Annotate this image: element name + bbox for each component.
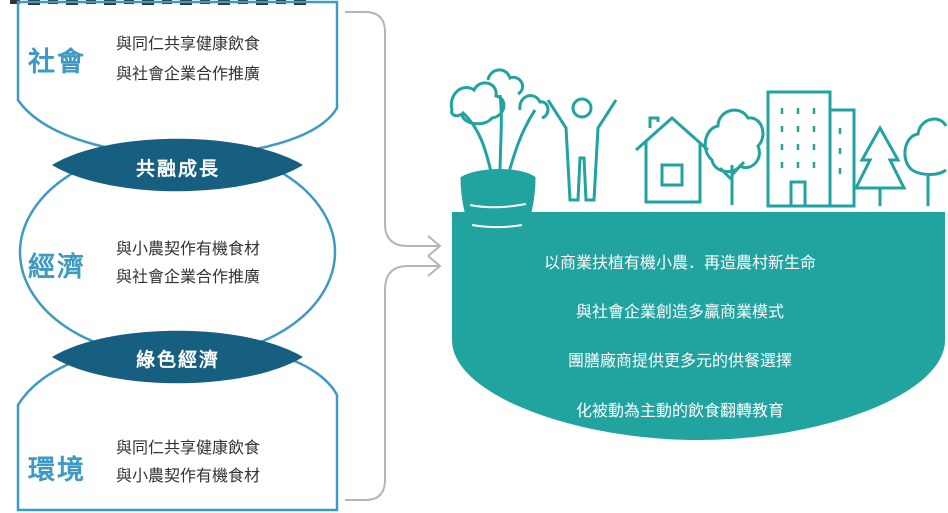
pine-tree-icon [853, 117, 948, 206]
lens-shape-2 [52, 330, 303, 384]
section-title-economy: 經濟 [28, 252, 86, 283]
lens-shape-1 [52, 138, 303, 192]
tree-icon [703, 108, 765, 205]
overlap-label-1: 共融成長 [135, 158, 220, 180]
section-title-environment: 環境 [28, 455, 86, 486]
benefits-shape [452, 212, 945, 440]
section-desc-society-line2: 與社會企業合作推廣 [116, 64, 261, 83]
arrow-lower [427, 255, 442, 277]
building-icon [766, 90, 856, 208]
person-icon [546, 97, 618, 202]
section-desc-environment-line1: 與同仁共享健康飲食 [116, 438, 261, 457]
section-desc-economy-line2: 與社會企業合作推廣 [116, 267, 261, 286]
bracket-upper [345, 11, 438, 247]
section-desc-economy-line1: 與小農契作有機食材 [116, 239, 261, 258]
overlap-label-2: 綠色經濟 [135, 349, 220, 371]
section-title-society: 社會 [28, 47, 86, 78]
house-icon [635, 115, 709, 204]
benefit-item-1: 以商業扶植有機小農．再造農村新生命 [543, 253, 816, 272]
bracket-lower [345, 265, 438, 501]
benefit-item-4: 化被動為主動的飲食翻轉教育 [575, 401, 784, 420]
arrow-upper [427, 235, 442, 257]
carrot-icon [449, 68, 550, 266]
benefit-item-2: 與社會企業創造多贏商業模式 [575, 302, 784, 321]
section-desc-society-line1: 與同仁共享健康飲食 [116, 34, 261, 53]
section-desc-environment-line2: 與小農契作有機食材 [116, 466, 261, 485]
benefit-item-3: 團膳廠商提供更多元的供餐選擇 [567, 351, 792, 370]
